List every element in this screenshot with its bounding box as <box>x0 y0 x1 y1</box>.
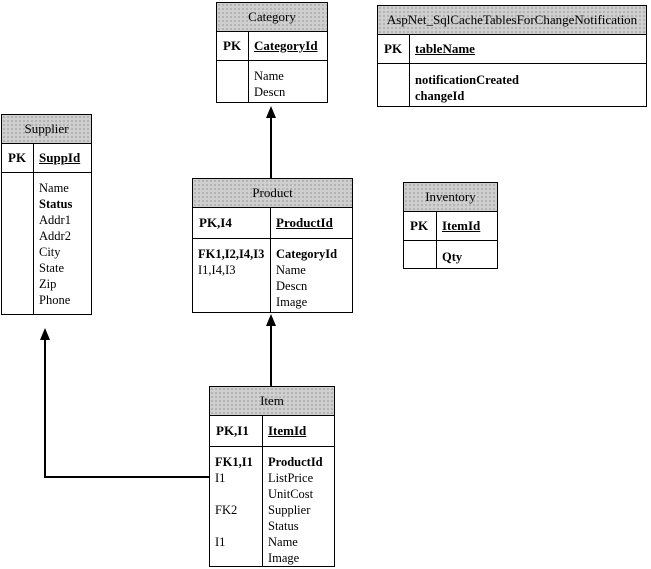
category-pk-row: PK CategoryId <box>217 32 327 61</box>
attribute: Descn <box>254 85 286 99</box>
key-label: I1 <box>215 535 226 549</box>
cache-tables-entity[interactable]: AspNet_SqlCacheTablesForChangeNotificati… <box>377 5 647 107</box>
attribute: UnitCost <box>268 487 314 501</box>
inventory-pk-label: PK <box>410 218 429 233</box>
attribute: Phone <box>39 293 71 307</box>
inventory-entity[interactable]: Inventory PK ItemId Qty <box>403 182 498 269</box>
attribute: CategoryId <box>276 247 338 261</box>
inventory-pk-row: PK ItemId <box>404 212 497 241</box>
product-title: Product <box>193 179 352 208</box>
attribute: Addr2 <box>39 229 71 243</box>
product-pk-field: ProductId <box>276 215 333 230</box>
attribute: City <box>39 245 61 259</box>
inventory-divider <box>436 211 437 268</box>
supplier-divider <box>33 143 34 314</box>
item-entity[interactable]: Item PK,I1 ItemId FK1,I1 I1 FK2 I1 Produ… <box>209 386 335 567</box>
inventory-title: Inventory <box>404 183 497 212</box>
product-pk-row: PK,I4 ProductId <box>193 208 352 239</box>
cache-tables-pk-row: PK tableName <box>378 35 646 64</box>
item-pk-row: PK,I1 ItemId <box>210 416 334 447</box>
supplier-pk-field: SuppId <box>39 150 81 165</box>
item-title: Item <box>210 387 334 416</box>
key-label: FK1,I2,I4,I3 <box>198 247 265 261</box>
attribute: Name <box>268 535 298 549</box>
inventory-pk-field: ItemId <box>442 218 481 233</box>
attribute: Image <box>268 551 300 565</box>
key-label: I1,I4,I3 <box>198 263 236 277</box>
cache-tables-pk-field: tableName <box>415 41 475 56</box>
category-divider <box>248 31 249 102</box>
category-pk-label: PK <box>223 38 242 53</box>
supplier-arrowhead <box>40 328 50 340</box>
item-pk-label: PK,I1 <box>216 423 249 438</box>
attribute: Zip <box>39 277 57 291</box>
attribute: Image <box>276 295 308 309</box>
attribute: notificationCreated <box>415 73 519 87</box>
supplier-title: Supplier <box>2 115 91 144</box>
category-entity[interactable]: Category PK CategoryId Name Descn <box>216 2 328 103</box>
attribute: State <box>39 261 64 275</box>
category-arrowhead <box>266 106 276 118</box>
supplier-pk-row: PK SuppId <box>2 144 91 173</box>
attribute: ProductId <box>268 455 323 469</box>
supplier-pk-label: PK <box>8 150 27 165</box>
attribute: Status <box>268 519 299 533</box>
attribute: Name <box>276 263 306 277</box>
item-pk-field: ItemId <box>268 423 307 438</box>
category-pk-field: CategoryId <box>254 38 318 53</box>
cache-tables-pk-label: PK <box>384 41 403 56</box>
cache-tables-title: AspNet_SqlCacheTablesForChangeNotificati… <box>378 6 646 35</box>
attribute: Qty <box>442 250 463 264</box>
attribute: Status <box>39 197 73 211</box>
category-title: Category <box>217 3 327 32</box>
supplier-entity[interactable]: Supplier PK SuppId Name Status Addr1 Add… <box>1 114 92 315</box>
key-label: FK1,I1 <box>215 455 253 469</box>
attribute: Name <box>39 181 69 195</box>
key-label: FK2 <box>215 503 238 517</box>
attribute: Supplier <box>268 503 311 517</box>
product-arrowhead <box>266 314 276 326</box>
item-divider <box>262 415 263 566</box>
product-entity[interactable]: Product PK,I4 ProductId FK1,I2,I4,I3 I1,… <box>192 178 353 313</box>
product-pk-label: PK,I4 <box>199 215 232 230</box>
cache-tables-divider <box>409 34 410 106</box>
product-divider <box>270 207 271 312</box>
attribute: changeId <box>415 89 465 103</box>
key-label: I1 <box>215 471 226 485</box>
attribute: Descn <box>276 279 308 293</box>
attribute: Name <box>254 69 284 83</box>
item-supplier-relation <box>44 340 210 478</box>
attribute: ListPrice <box>268 471 314 485</box>
attribute: Addr1 <box>39 213 71 227</box>
